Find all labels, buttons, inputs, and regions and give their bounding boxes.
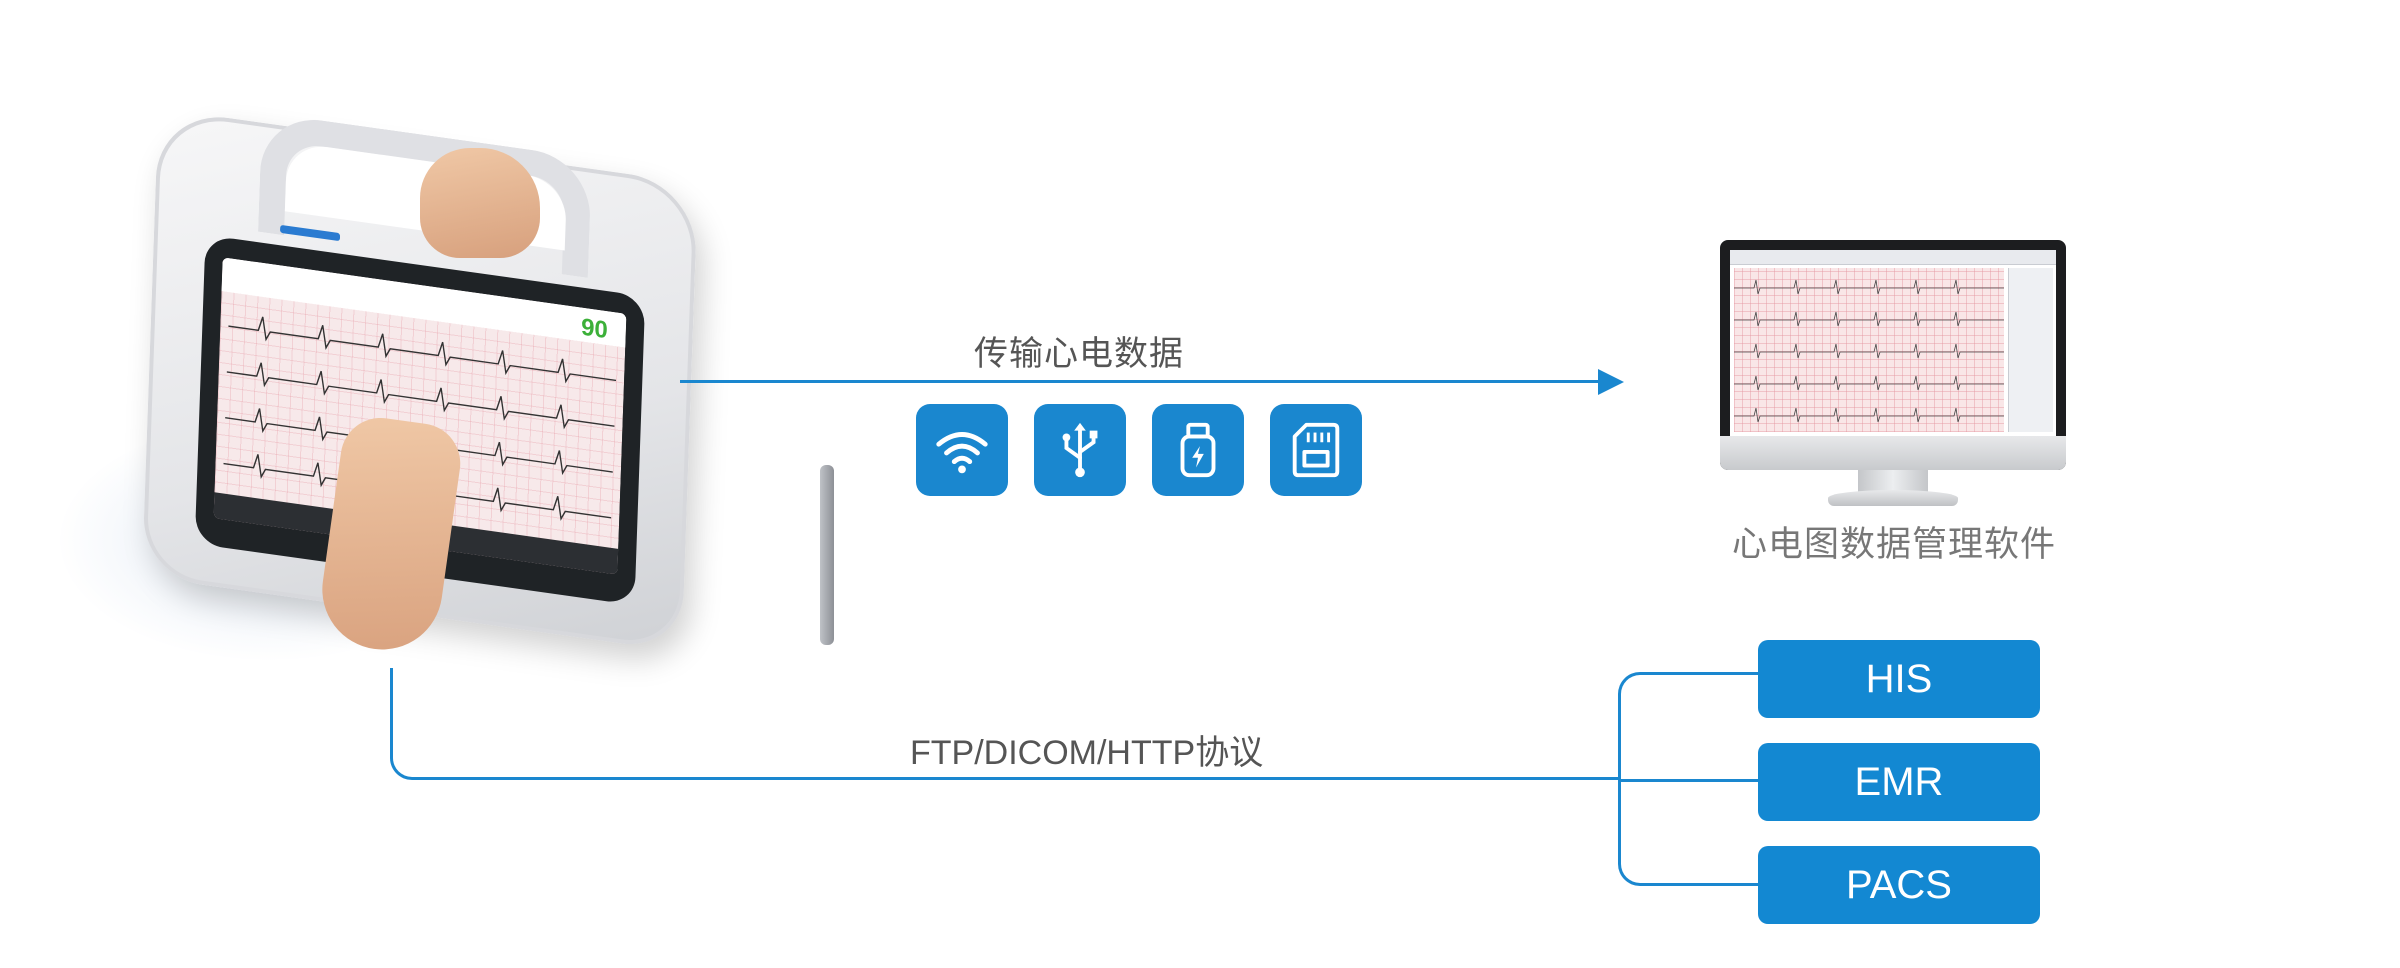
- monitor-frame: [1720, 240, 2066, 470]
- systems-bracket-mid: [1618, 779, 1758, 782]
- desktop-monitor: [1720, 240, 2066, 506]
- transfer-label: 传输心电数据: [974, 335, 1184, 373]
- ecg-tablet-device: 90: [141, 108, 834, 652]
- arrow-head: [1598, 369, 1624, 395]
- pacs-system-box: PACS: [1758, 846, 2040, 924]
- emr-system-box: EMR: [1758, 743, 2040, 821]
- monitor-stand-base: [1828, 490, 1958, 506]
- hand-thumb: [420, 148, 540, 258]
- monitor-chin: [1720, 436, 2066, 470]
- usb-icon: [1034, 404, 1126, 496]
- usb-drive-icon: [1152, 404, 1244, 496]
- transfer-arrow-line: [680, 380, 1600, 383]
- side-ports: [820, 465, 834, 645]
- software-side-panel: [2008, 268, 2053, 432]
- brand-logo: [280, 221, 341, 248]
- ecg-trace: [228, 316, 617, 384]
- heart-rate-readout: 90: [580, 313, 609, 345]
- protocol-label: FTP/DICOM/HTTP协议: [910, 734, 1264, 772]
- monitor-screen: [1730, 250, 2056, 436]
- software-toolbar: [1730, 250, 2056, 265]
- sd-card-icon: [1270, 404, 1362, 496]
- software-label: 心电图数据管理软件: [1732, 525, 2057, 564]
- wifi-icon: [916, 404, 1008, 496]
- his-system-box: HIS: [1758, 640, 2040, 718]
- ecg-trace: [226, 362, 615, 430]
- software-ecg-traces: [1734, 279, 2004, 423]
- software-ecg-grid: [1734, 268, 2004, 432]
- protocol-connection-line: [390, 668, 1618, 780]
